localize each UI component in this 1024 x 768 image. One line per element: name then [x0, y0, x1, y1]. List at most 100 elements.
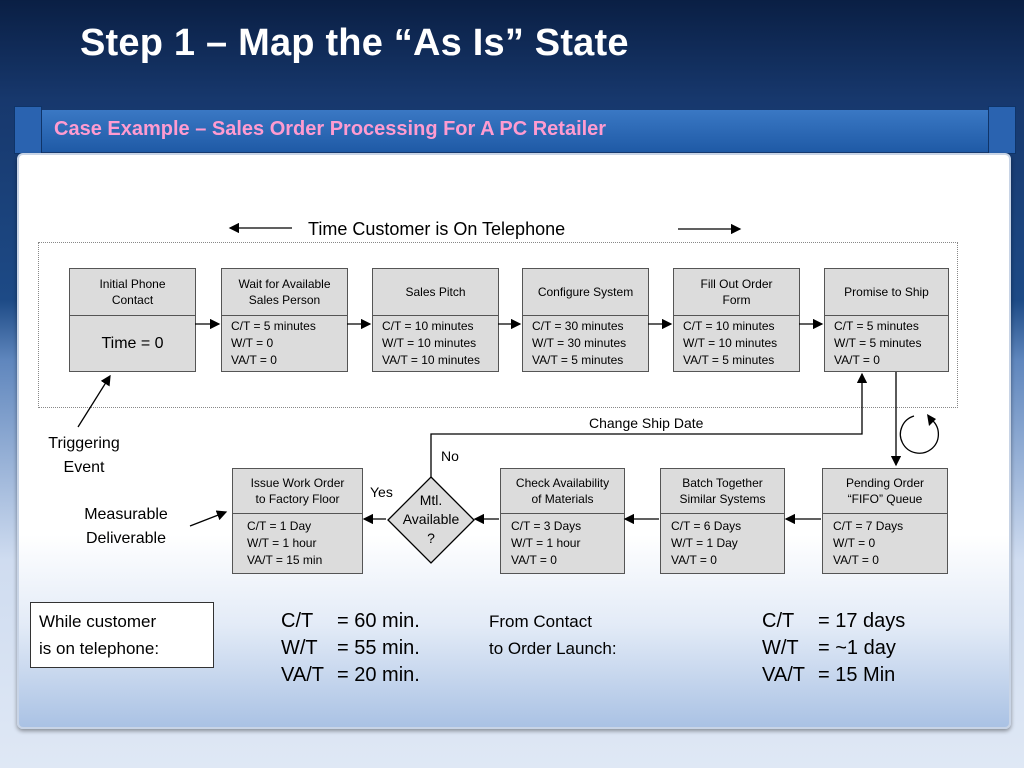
process-box-batch: Batch Together Similar Systems C/T = 6 D…: [660, 468, 785, 574]
summary-order-keys: C/T W/T VA/T: [762, 608, 805, 689]
slide-title: Step 1 – Map the “As Is” State: [80, 22, 629, 64]
label-line: From Contact: [489, 612, 592, 631]
summary-phone-label: While customer is on telephone:: [39, 608, 159, 662]
summary-phone-box: While customer is on telephone:: [30, 602, 214, 668]
process-box-promise-ship: Promise to Ship C/T = 5 minutes W/T = 5 …: [824, 268, 949, 372]
metric-vat: VA/T = 5 minutes: [532, 353, 624, 367]
metric-ct: C/T = 5 minutes: [834, 319, 919, 333]
summary-key: VA/T: [281, 664, 324, 686]
arrow-no-loop: [430, 372, 868, 477]
summary-key: VA/T: [762, 664, 805, 686]
slide-subtitle: Case Example – Sales Order Processing Fo…: [54, 118, 607, 140]
process-box-metrics: C/T = 3 Days W/T = 1 hour VA/T = 0: [501, 514, 624, 573]
summary-key: C/T: [281, 610, 314, 632]
metric-vat: VA/T = 0: [834, 353, 880, 367]
label-line: is on telephone:: [39, 639, 160, 658]
process-box-title: Check Availability of Materials: [501, 469, 624, 514]
process-box-wait: Wait for Available Sales Person C/T = 5 …: [221, 268, 348, 372]
metric-ct: C/T = 3 Days: [511, 519, 582, 533]
summary-order-values: = 17 days = ~1 day = 15 Min: [818, 608, 905, 689]
process-box-order-form: Fill Out Order Form C/T = 10 minutes W/T…: [673, 268, 800, 372]
summary-phone-keys: C/T W/T VA/T: [281, 608, 324, 689]
process-box-title: Wait for Available Sales Person: [222, 269, 347, 316]
metric-wt: W/T = 1 hour: [247, 536, 317, 550]
metric-vat: VA/T = 15 min: [247, 553, 323, 567]
process-box-metrics: C/T = 10 minutes W/T = 10 minutes VA/T =…: [373, 316, 498, 371]
label-line: Event: [63, 459, 105, 476]
metric-ct: C/T = 5 minutes: [231, 319, 316, 333]
process-box-title: Issue Work Order to Factory Floor: [233, 469, 362, 514]
metric-ct: C/T = 7 Days: [833, 519, 904, 533]
metric-vat: VA/T = 0: [511, 553, 557, 567]
decision-diamond: [387, 476, 475, 564]
loop-cycle-arrowhead: [927, 414, 936, 426]
summary-key: W/T: [281, 637, 318, 659]
subtitle-banner: [16, 110, 1014, 152]
metric-wt: W/T = 0: [833, 536, 876, 550]
metric-ct: C/T = 6 Days: [671, 519, 742, 533]
metric-wt: W/T = 1 Day: [671, 536, 738, 550]
process-box-check-availability: Check Availability of Materials C/T = 3 …: [500, 468, 625, 574]
telephone-region: [38, 242, 958, 408]
change-ship-date-label: Change Ship Date: [589, 415, 704, 431]
metric-wt: W/T = 1 hour: [511, 536, 581, 550]
process-box-sales-pitch: Sales Pitch C/T = 10 minutes W/T = 10 mi…: [372, 268, 499, 372]
summary-order-label: From Contact to Order Launch:: [489, 608, 617, 662]
process-box-metrics: C/T = 5 minutes W/T = 5 minutes VA/T = 0: [825, 316, 948, 371]
label-line: Triggering: [48, 435, 120, 452]
metric-ct: C/T = 10 minutes: [382, 319, 474, 333]
summary-value: = 60 min.: [337, 610, 420, 632]
loop-cycle-icon: [899, 415, 939, 454]
process-box-title: Pending Order “FIFO” Queue: [823, 469, 947, 514]
triggering-event-label: Triggering Event: [36, 432, 132, 480]
process-box-initial-contact: Initial Phone Contact Time = 0: [69, 268, 196, 372]
summary-phone-values: = 60 min. = 55 min. = 20 min.: [337, 608, 420, 689]
metric-wt: W/T = 10 minutes: [683, 336, 778, 350]
decision-label-line: Available: [402, 511, 460, 527]
decision-label: Mtl. Available ?: [395, 491, 467, 548]
triggering-arrow: [77, 374, 111, 428]
time-on-phone-label: Time Customer is On Telephone: [308, 219, 566, 239]
process-box-issue-work-order: Issue Work Order to Factory Floor C/T = …: [232, 468, 363, 574]
label-line: to Order Launch:: [489, 639, 617, 658]
summary-value: = 55 min.: [337, 637, 420, 659]
process-box-time: Time = 0: [101, 334, 164, 352]
process-box-title: Promise to Ship: [825, 269, 948, 316]
process-box-title: Sales Pitch: [373, 269, 498, 316]
deliverable-arrow: [189, 510, 228, 527]
decision-label-line: ?: [427, 530, 435, 546]
process-box-title: Configure System: [523, 269, 648, 316]
banner-right-tab: [988, 106, 1016, 154]
process-box-title: Batch Together Similar Systems: [661, 469, 784, 514]
metric-wt: W/T = 0: [231, 336, 274, 350]
summary-value: = 15 Min: [818, 664, 896, 686]
process-box-metrics: C/T = 6 Days W/T = 1 Day VA/T = 0: [661, 514, 784, 573]
process-box-configure: Configure System C/T = 30 minutes W/T = …: [522, 268, 649, 372]
summary-value: = 17 days: [818, 610, 906, 632]
process-box-metrics: C/T = 5 minutes W/T = 0 VA/T = 0: [222, 316, 347, 371]
metric-wt: W/T = 30 minutes: [532, 336, 627, 350]
summary-value: = ~1 day: [818, 637, 896, 659]
yes-label: Yes: [370, 484, 393, 500]
metric-vat: VA/T = 10 minutes: [382, 353, 480, 367]
summary-key: C/T: [762, 610, 795, 632]
summary-value: = 20 min.: [337, 664, 420, 686]
metric-ct: C/T = 1 Day: [247, 519, 312, 533]
metric-vat: VA/T = 0: [231, 353, 277, 367]
process-box-metrics: C/T = 10 minutes W/T = 10 minutes VA/T =…: [674, 316, 799, 371]
metric-ct: C/T = 30 minutes: [532, 319, 624, 333]
measurable-deliverable-label: Measurable Deliverable: [70, 503, 182, 551]
label-line: While customer: [39, 612, 157, 631]
decision-label-line: Mtl.: [419, 492, 443, 508]
summary-key: W/T: [762, 637, 799, 659]
process-box-title: Fill Out Order Form: [674, 269, 799, 316]
no-label: No: [441, 448, 459, 464]
metric-vat: VA/T = 0: [833, 553, 879, 567]
process-box-title: Initial Phone Contact: [70, 269, 195, 316]
metric-vat: VA/T = 5 minutes: [683, 353, 775, 367]
process-box-pending-order: Pending Order “FIFO” Queue C/T = 7 Days …: [822, 468, 948, 574]
metric-ct: C/T = 10 minutes: [683, 319, 775, 333]
label-line: Deliverable: [85, 530, 167, 547]
process-box-metrics: C/T = 1 Day W/T = 1 hour VA/T = 15 min: [233, 514, 362, 573]
